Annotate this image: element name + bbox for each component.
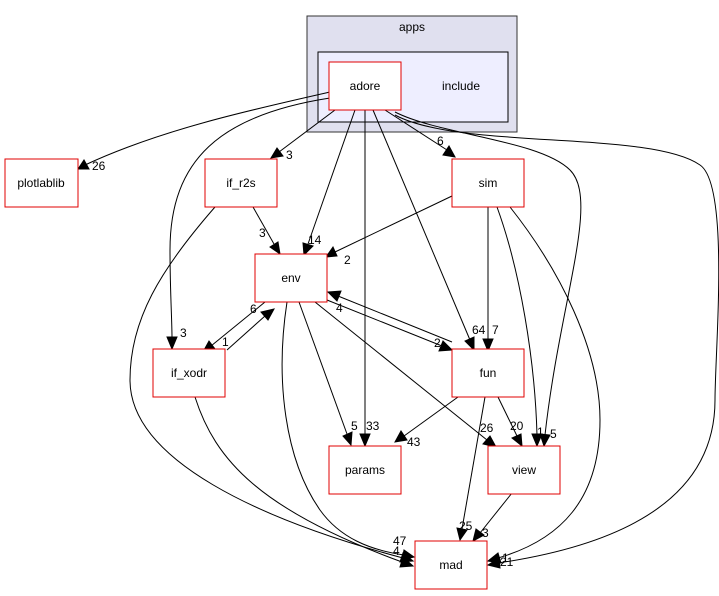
edge-label-env-fun: 2 <box>434 336 441 350</box>
edge-head-adore-sim <box>442 145 456 158</box>
edge-head-sim-mad <box>486 552 502 564</box>
edge-head-if_xodr-mad <box>399 556 415 568</box>
edge-label-env-mad: 47 <box>393 534 407 548</box>
node-params-label: params <box>345 463 385 477</box>
node-if_xodr-label: if_xodr <box>171 366 207 380</box>
edge-label-sim-fun: 7 <box>492 323 499 337</box>
edge-label-env-params: 5 <box>351 419 358 433</box>
edge-head-fun-env <box>326 290 342 302</box>
edge-label-env-if_xodr: 1 <box>222 335 229 349</box>
edge-label-env-view: 26 <box>480 421 494 435</box>
edge-head-adore-if_xodr <box>166 336 178 351</box>
edge-label-adore-view: 5 <box>550 427 557 441</box>
edge-fun-env <box>337 295 453 343</box>
edge-head-sim-view <box>531 433 543 448</box>
edge-label-fun-view: 20 <box>510 419 524 433</box>
edge-head-if_r2s-env <box>269 241 281 256</box>
edge-label-if_xodr-env: 6 <box>250 302 257 316</box>
edge-head-adore-view <box>539 433 551 448</box>
edge-head-fun-params <box>394 430 408 443</box>
edge-head-adore-fun <box>464 336 475 352</box>
node-adore-label: adore <box>350 79 381 93</box>
edge-sim-view <box>496 206 538 436</box>
edge-head-adore-env <box>302 242 314 257</box>
node-env-label: env <box>281 271 300 285</box>
edge-if_r2s-env <box>252 206 275 245</box>
edge-head-if_xodr-env <box>260 308 275 321</box>
edge-if_xodr-env <box>226 315 266 351</box>
edge-label-adore-sim: 6 <box>437 134 444 148</box>
edge-head-adore-if_r2s <box>270 147 284 159</box>
edge-env-view <box>314 301 488 441</box>
node-fun-label: fun <box>480 366 497 380</box>
node-adore[interactable]: adore <box>328 61 402 111</box>
edge-env-fun <box>326 299 443 347</box>
edge-head-env-params <box>342 431 353 447</box>
edge-adore-env <box>307 109 356 245</box>
edge-sim-env <box>334 195 453 253</box>
node-sim[interactable]: sim <box>451 158 525 208</box>
edge-adore-sim <box>384 109 448 151</box>
edge-label-adore-if_xodr: 3 <box>180 326 187 340</box>
edge-head-env-mad <box>401 549 416 561</box>
node-mad[interactable]: mad <box>414 540 488 590</box>
node-if_r2s[interactable]: if_r2s <box>204 158 278 208</box>
edge-head-env-fun <box>438 340 454 352</box>
edges-layer: 26 3 6 14 3 33 64 5 21 <box>77 91 719 569</box>
node-view[interactable]: view <box>487 445 561 495</box>
edge-head-fun-mad <box>456 527 468 542</box>
edge-label-view-mad: 3 <box>482 526 489 540</box>
edge-adore-if_xodr <box>169 97 331 339</box>
edge-if_xodr-mad <box>194 396 403 563</box>
edge-label-if_r2s-mad: 4 <box>393 544 400 558</box>
edge-head-adore-plotlablib <box>77 159 90 170</box>
cluster-apps-title: apps <box>399 20 425 34</box>
node-view-label: view <box>512 463 536 477</box>
edge-head-adore-params <box>359 433 371 448</box>
edge-view-mad <box>479 492 513 534</box>
node-mad-label: mad <box>439 558 462 572</box>
edge-label-adore-plotlablib: 26 <box>92 159 106 173</box>
node-sim-label: sim <box>479 176 498 190</box>
edge-head-fun-view <box>511 433 523 448</box>
edge-label-fun-params: 43 <box>407 435 421 449</box>
edge-if_r2s-mad <box>129 206 404 559</box>
edge-env-mad <box>281 301 405 556</box>
edge-label-if_r2s-env: 3 <box>259 226 266 240</box>
edge-label-fun-mad: 25 <box>459 519 473 533</box>
edge-adore-if_r2s <box>278 109 336 153</box>
edge-adore-fun <box>372 109 471 341</box>
cluster-include-label: include <box>442 79 480 93</box>
node-plotlablib-label: plotlablib <box>17 176 65 190</box>
node-if_xodr[interactable]: if_xodr <box>152 348 226 398</box>
edge-head-sim-fun <box>482 338 494 353</box>
edge-label-adore-fun: 64 <box>472 323 486 337</box>
edge-adore-plotlablib <box>84 91 331 166</box>
edge-label-fun-env: 4 <box>336 301 343 315</box>
node-if_r2s-label: if_r2s <box>226 176 255 190</box>
node-env[interactable]: env <box>254 253 328 303</box>
node-fun[interactable]: fun <box>451 348 525 398</box>
node-params[interactable]: params <box>328 445 402 495</box>
node-plotlablib[interactable]: plotlablib <box>4 158 79 208</box>
edge-label-adore-params: 33 <box>366 419 380 433</box>
edge-label-adore-mad: 21 <box>500 555 514 569</box>
edge-fun-view <box>497 396 518 437</box>
edge-label-sim-mad: 1 <box>502 551 509 565</box>
edge-sim-mad <box>497 206 601 559</box>
edge-head-view-mad <box>472 528 485 542</box>
edge-adore-view <box>394 111 582 436</box>
edge-fun-mad <box>461 396 486 530</box>
edge-fun-params <box>403 396 459 437</box>
edge-label-sim-env: 2 <box>344 253 351 267</box>
edge-label-adore-env: 14 <box>308 233 322 247</box>
edge-head-sim-env <box>324 245 338 258</box>
edge-env-if_xodr <box>210 301 266 347</box>
edge-env-params <box>298 301 348 435</box>
edge-label-adore-if_r2s: 3 <box>286 148 293 162</box>
edge-head-env-view <box>482 435 497 448</box>
edge-label-sim-view: 1 <box>537 425 544 439</box>
